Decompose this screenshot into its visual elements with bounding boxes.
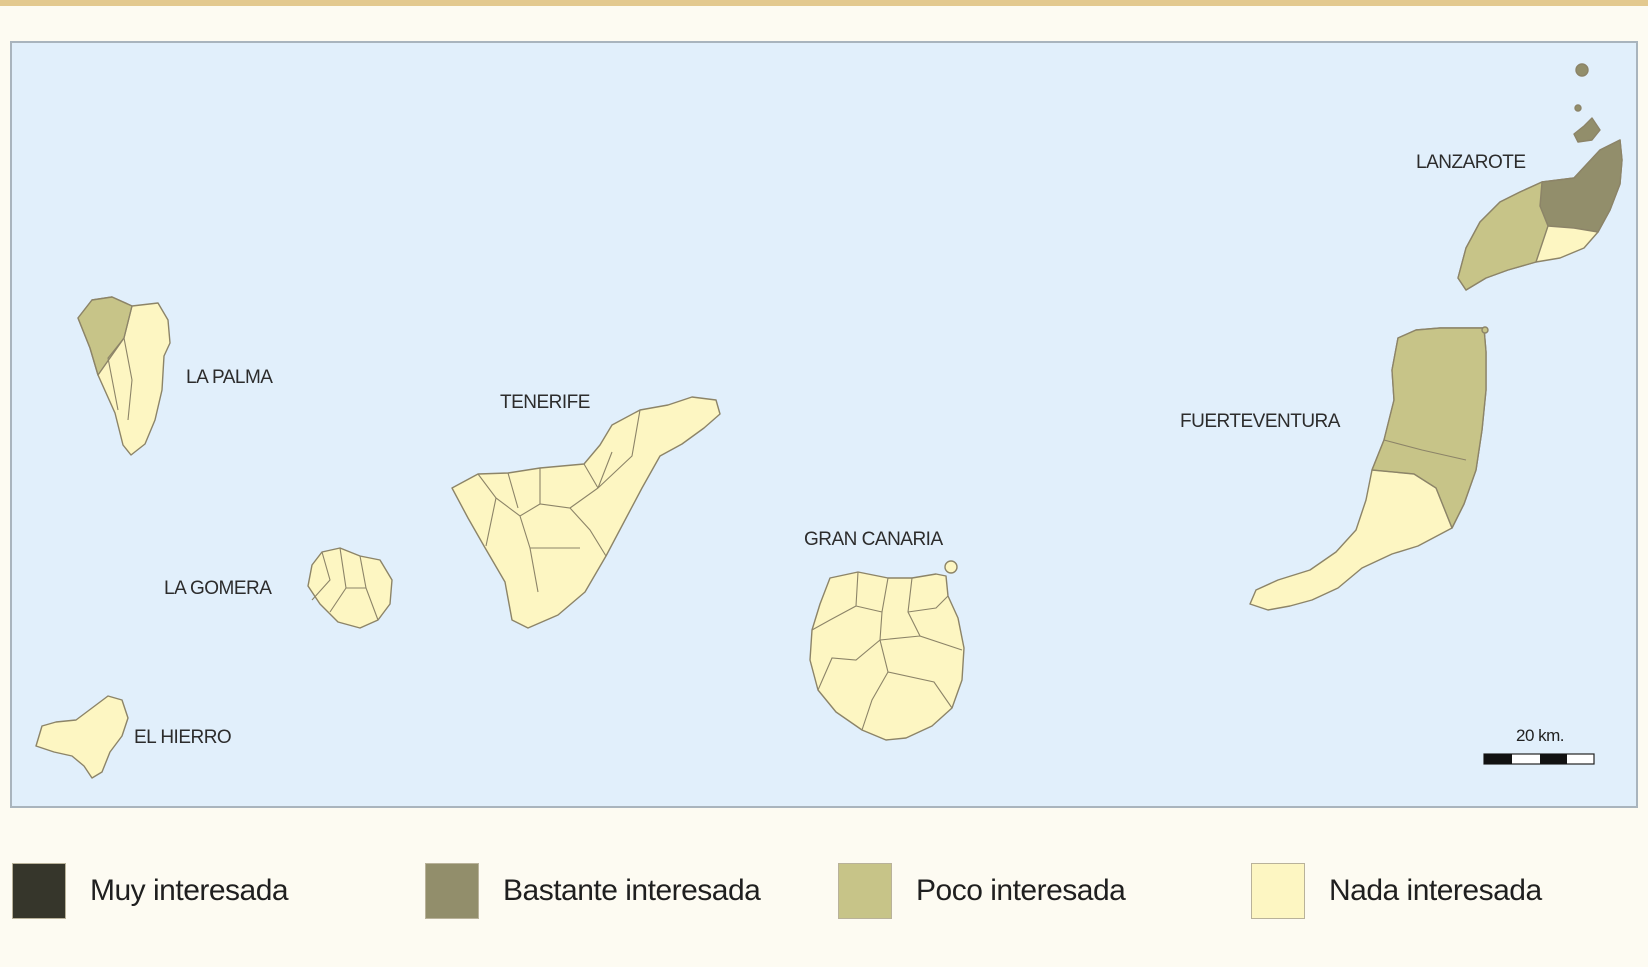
island-fuerteventura — [1249, 326, 1489, 611]
legend-label-nada: Nada interesada — [1329, 874, 1542, 907]
label-gran-canaria: GRAN CANARIA — [804, 529, 943, 550]
legend-label-bastante: Bastante interesada — [503, 874, 761, 907]
legend-item-nada: Nada interesada — [1251, 860, 1542, 922]
label-la-palma: LA PALMA — [186, 367, 273, 388]
scale-bar-segment-1 — [1484, 754, 1512, 764]
legend-swatch-poco — [838, 863, 892, 919]
legend-swatch-nada — [1251, 863, 1305, 919]
label-el-hierro: EL HIERRO — [134, 727, 231, 748]
scale-bar-segment-3 — [1540, 754, 1567, 764]
island-la-gomera — [307, 547, 393, 629]
canary-islands-map: LA PALMA TENERIFE LA GOMERA EL HIERRO GR… — [35, 63, 1623, 779]
legend-item-bastante: Bastante interesada — [425, 860, 761, 922]
island-el-hierro — [35, 695, 129, 779]
scale-label: 20 km. — [1516, 726, 1564, 745]
island-lanzarote — [1457, 63, 1623, 291]
legend: Muy interesada Bastante interesada Poco … — [0, 860, 1648, 922]
legend-swatch-bastante — [425, 863, 479, 919]
label-fuerteventura: FUERTEVENTURA — [1180, 411, 1341, 432]
top-border — [0, 0, 1648, 6]
island-gran-canaria — [809, 560, 965, 741]
island-la-palma — [77, 296, 171, 456]
island-tenerife — [451, 396, 721, 629]
label-tenerife: TENERIFE — [500, 392, 590, 413]
scale-bar: 20 km. — [1483, 726, 1595, 765]
label-lanzarote: LANZAROTE — [1416, 152, 1526, 173]
label-la-gomera: LA GOMERA — [164, 578, 272, 599]
legend-swatch-muy — [12, 863, 66, 919]
legend-item-muy: Muy interesada — [12, 860, 289, 922]
legend-item-poco: Poco interesada — [838, 860, 1126, 922]
legend-label-muy: Muy interesada — [90, 874, 289, 907]
legend-label-poco: Poco interesada — [916, 874, 1126, 907]
